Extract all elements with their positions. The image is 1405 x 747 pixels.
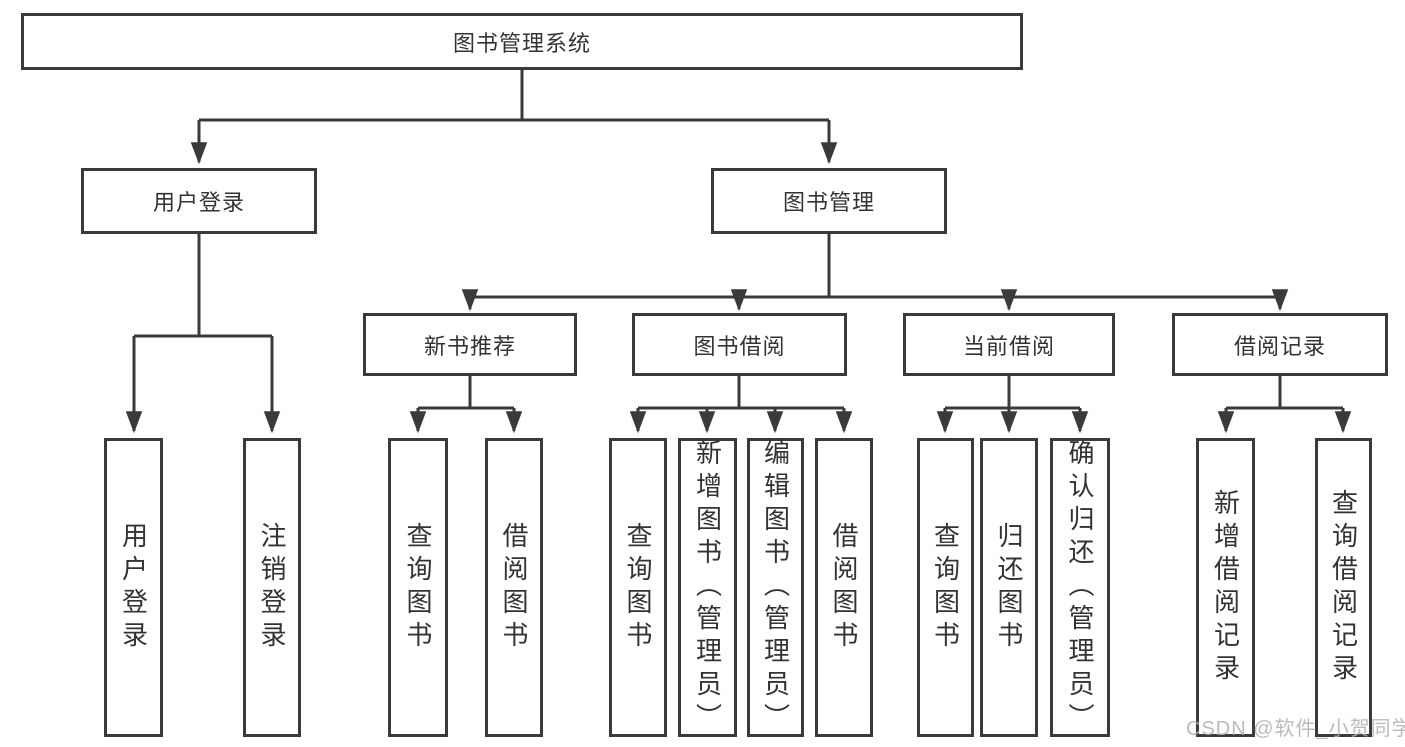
node-label: 新书推荐 — [423, 333, 516, 359]
node-add-books-admin: 新增图书（管理员） — [678, 438, 737, 737]
node-label: 当前借阅 — [962, 333, 1055, 359]
node-query-books-1: 查询图书 — [388, 438, 448, 737]
csdn-watermark: CSDN @软件_小贺同学 — [1186, 718, 1405, 740]
node-book-borrowing: 图书借阅 — [632, 313, 847, 376]
node-label: 查询图书 — [623, 521, 653, 654]
node-current-borrowing: 当前借阅 — [903, 313, 1115, 376]
node-borrow-books-1: 借阅图书 — [485, 438, 543, 737]
node-label: 借阅记录 — [1233, 333, 1326, 359]
node-label: 确认归还（管理员） — [1065, 439, 1095, 736]
node-label: 借阅图书 — [499, 521, 529, 654]
node-label: 注销登录 — [257, 521, 287, 654]
node-label: 编辑图书（管理员） — [760, 439, 791, 736]
node-label: 查询图书 — [403, 521, 433, 654]
node-label: 图书借阅 — [693, 333, 786, 359]
node-confirm-return-admin: 确认归还（管理员） — [1050, 438, 1110, 737]
node-label: 新增图书（管理员） — [692, 439, 723, 736]
node-label: 用户登录 — [118, 521, 149, 654]
node-borrow-books-2: 借阅图书 — [815, 438, 873, 737]
node-library-system: 图书管理系统 — [21, 13, 1023, 70]
node-query-borrow-record: 查询借阅记录 — [1315, 438, 1372, 737]
node-query-books-2: 查询图书 — [609, 438, 667, 737]
node-user-login-group: 用户登录 — [81, 168, 317, 234]
node-query-books-3: 查询图书 — [917, 438, 974, 737]
node-user-login-leaf: 用户登录 — [104, 438, 163, 737]
node-borrowing-records: 借阅记录 — [1172, 313, 1388, 376]
node-new-book-recommend: 新书推荐 — [363, 313, 577, 376]
node-label: 借阅图书 — [829, 521, 859, 654]
node-edit-books-admin: 编辑图书（管理员） — [747, 438, 804, 737]
node-label: 归还图书 — [994, 521, 1024, 654]
node-book-management: 图书管理 — [711, 168, 947, 234]
node-label: 图书管理系统 — [452, 30, 591, 56]
node-label: 查询图书 — [930, 521, 961, 654]
node-label: 用户登录 — [152, 190, 245, 215]
node-logout-leaf: 注销登录 — [243, 438, 301, 737]
node-label: 新增借阅记录 — [1210, 488, 1241, 687]
node-label: 图书管理 — [782, 190, 875, 215]
node-return-books: 归还图书 — [980, 438, 1038, 737]
node-label: 查询借阅记录 — [1328, 488, 1359, 687]
node-add-borrow-record: 新增借阅记录 — [1196, 438, 1255, 737]
